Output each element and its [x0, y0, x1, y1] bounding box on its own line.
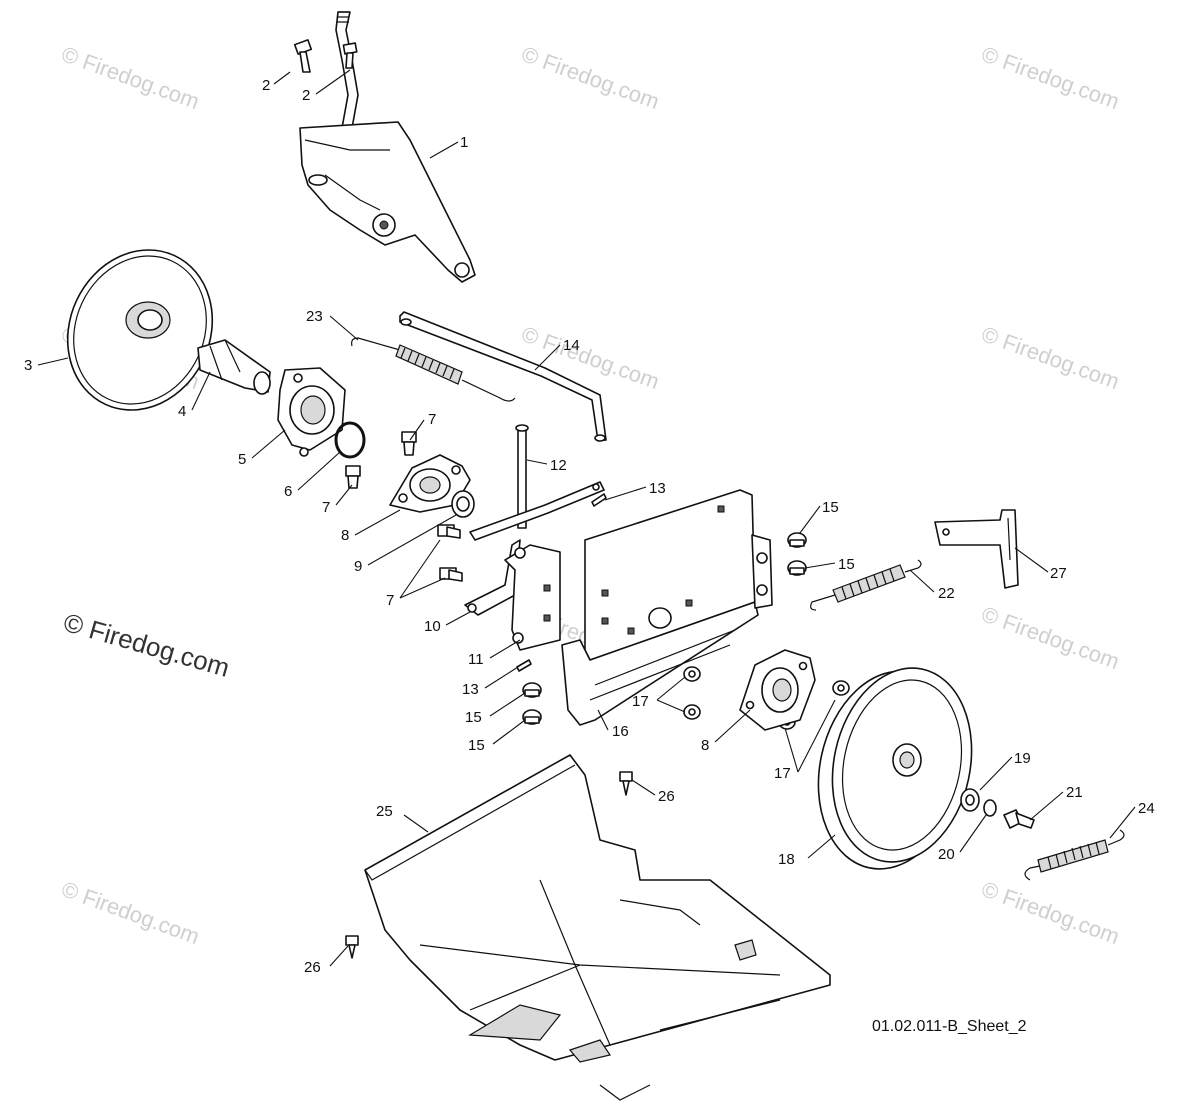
- part-19-washer: [960, 788, 980, 812]
- part-16-mounting-plate: [561, 489, 773, 726]
- part-20-lock-washer: [983, 799, 997, 817]
- callout-26: 26: [658, 788, 675, 805]
- callout-15: 15: [468, 737, 485, 754]
- callout-1: 1: [460, 134, 468, 151]
- callout-25: 25: [376, 803, 393, 820]
- callout-22: 22: [938, 585, 955, 602]
- callout-13: 13: [649, 480, 666, 497]
- callout-7: 7: [386, 592, 394, 609]
- callout-26: 26: [304, 959, 321, 976]
- watermark: © Firedog.com: [518, 321, 662, 394]
- part-7-bolts: [345, 431, 463, 582]
- part-11-bracket: [504, 544, 561, 651]
- callout-2: 2: [262, 77, 270, 94]
- part-22-spring: [810, 559, 922, 611]
- part-2-bolts: [293, 39, 358, 73]
- callout-15: 15: [465, 709, 482, 726]
- watermark: © Firedog.com: [58, 876, 202, 949]
- callout-21: 21: [1066, 784, 1083, 801]
- callout-13: 13: [462, 681, 479, 698]
- part-26-screws: [345, 771, 633, 959]
- part-9-washer: [451, 490, 475, 518]
- watermark: © Firedog.com: [978, 321, 1122, 394]
- part-13-pins: [516, 493, 607, 672]
- part-8-flange-bearing: [389, 454, 471, 513]
- callout-18: 18: [778, 851, 795, 868]
- callout-23: 23: [306, 308, 323, 325]
- callout-14: 14: [563, 337, 580, 354]
- callout-7: 7: [322, 499, 330, 516]
- callout-6: 6: [284, 483, 292, 500]
- drawing-reference: 01.02.011-B_Sheet_2: [872, 1018, 1027, 1035]
- callout-12: 12: [550, 457, 567, 474]
- callout-8: 8: [341, 527, 349, 544]
- callout-5: 5: [238, 451, 246, 468]
- part-10-bracket: [464, 539, 521, 616]
- callout-2: 2: [302, 87, 310, 104]
- callout-17: 17: [632, 693, 649, 710]
- part-12-shaft: [469, 424, 605, 541]
- part-14-shift-rod: [399, 311, 607, 442]
- part-3-drive-disc: [66, 249, 214, 411]
- firedog-watermark-main: © Firedog.com: [60, 607, 233, 683]
- leader-lines: [37, 69, 1136, 967]
- callout-27: 27: [1050, 565, 1067, 582]
- callout-4: 4: [178, 403, 186, 420]
- part-4-hex-shaft: [197, 339, 271, 395]
- part-25-cover: [364, 754, 831, 1101]
- watermark: © Firedog.com: [978, 41, 1122, 114]
- part-21-bolt: [1003, 809, 1035, 829]
- callout-9: 9: [354, 558, 362, 575]
- part-18-pulley: [817, 667, 973, 870]
- part-1-shift-lever: [299, 11, 476, 283]
- callouts: 1 2 2 3 4 5 6 7 7 7 8 8 9 10 11 12 13 13…: [24, 77, 1155, 976]
- callout-8: 8: [701, 737, 709, 754]
- callout-10: 10: [424, 618, 441, 635]
- part-6-retaining-ring: [334, 421, 366, 459]
- watermark: © Firedog.com: [518, 41, 662, 114]
- part-15-nuts: [522, 532, 807, 725]
- callout-15: 15: [838, 556, 855, 573]
- part-8-flange-bearing-right: [739, 649, 816, 731]
- part-27-bracket: [934, 509, 1019, 589]
- part-24-spring: [1024, 829, 1125, 881]
- callout-20: 20: [938, 846, 955, 863]
- part-5-bearing-flange: [277, 367, 346, 457]
- watermark: © Firedog.com: [978, 876, 1122, 949]
- callout-17: 17: [774, 765, 791, 782]
- callout-11: 11: [468, 651, 484, 668]
- callout-19: 19: [1014, 750, 1031, 767]
- callout-16: 16: [612, 723, 629, 740]
- callout-15: 15: [822, 499, 839, 516]
- watermark: © Firedog.com: [58, 41, 202, 114]
- callout-24: 24: [1138, 800, 1155, 817]
- part-23-spring: [351, 337, 516, 402]
- callout-7: 7: [428, 411, 436, 428]
- watermark: © Firedog.com: [978, 601, 1122, 674]
- callout-3: 3: [24, 357, 32, 374]
